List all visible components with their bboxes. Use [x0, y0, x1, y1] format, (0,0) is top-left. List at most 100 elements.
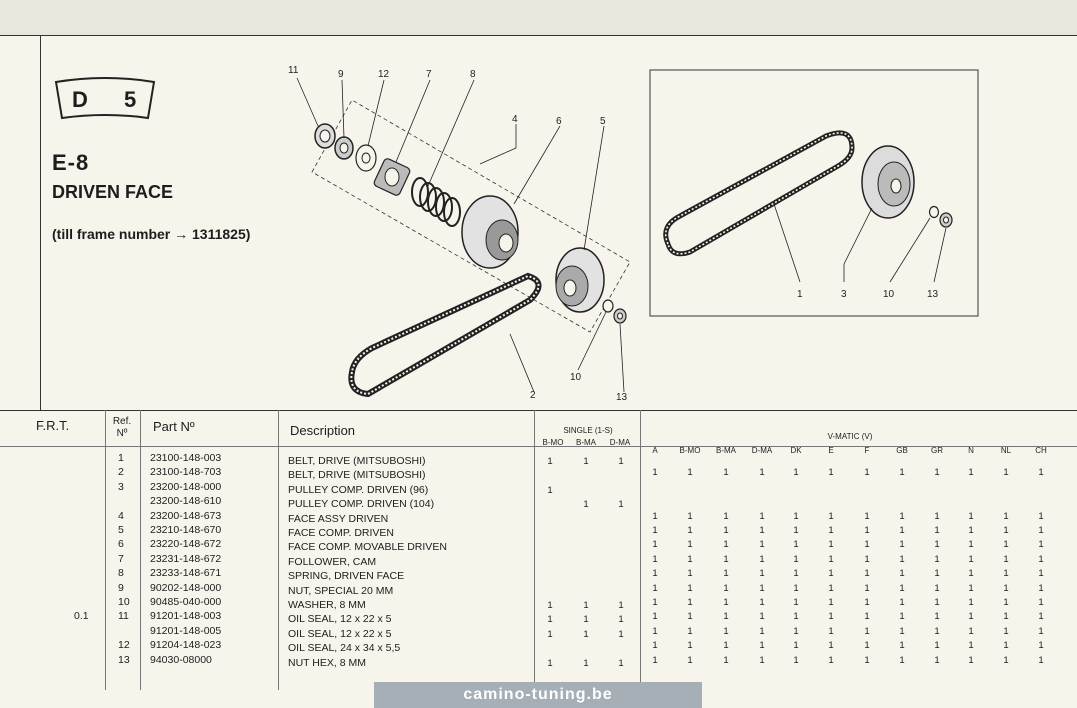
vmatic-qty-cell: 1 [899, 568, 905, 580]
col-divider [640, 410, 641, 690]
single-qty-cell: 1 [547, 614, 553, 626]
vmatic-qty-cell: 1 [934, 582, 940, 594]
vmatic-qty-cell: 1 [1038, 553, 1044, 565]
row-description: PULLEY COMP. DRIVEN (96) [288, 483, 429, 496]
row-ref: 2 [118, 466, 124, 479]
vmatic-qty-cell: 1 [1038, 539, 1044, 551]
vmatic-qty-cell: 1 [1003, 525, 1009, 536]
header-vmatic-col: N [968, 446, 974, 455]
vmatic-qty-cell: 1 [1003, 654, 1009, 666]
col-divider [278, 410, 279, 690]
vmatic-qty-cell: 1 [864, 539, 870, 551]
oil-seal-12 [355, 144, 377, 172]
vmatic-qty-cell: 1 [1003, 582, 1009, 594]
vmatic-qty-cell: 1 [828, 568, 834, 580]
row-ref: 1 [118, 452, 124, 464]
vmatic-qty-cell: 1 [723, 640, 729, 652]
vmatic-qty-cell: 1 [1003, 625, 1009, 637]
header-vmatic-col: F [864, 446, 870, 455]
vmatic-qty-cell: 1 [899, 582, 905, 594]
vmatic-qty-cell: 1 [934, 568, 940, 580]
vmatic-qty-cell: 1 [652, 582, 658, 594]
single-qty-cell: 1 [618, 600, 624, 611]
vmatic-qty-cell: 1 [828, 640, 834, 652]
single-qty-cell: 1 [618, 499, 624, 511]
row-description: SPRING, DRIVEN FACE [288, 570, 405, 583]
vmatic-qty-cell: 1 [793, 553, 799, 565]
vmatic-qty-cell: 1 [899, 553, 905, 565]
vmatic-qty-cell: 1 [759, 582, 765, 594]
row-part-number: 23231-148-672 [150, 552, 222, 565]
vmatic-qty-cell: 1 [723, 467, 729, 479]
vmatic-qty-cell: 1 [793, 568, 799, 580]
vmatic-qty-cell: 1 [828, 654, 834, 666]
left-margin-rule [40, 36, 41, 411]
frame-number-note: (till frame number → 1311825) [52, 226, 251, 242]
washer-10-inset [928, 205, 940, 219]
vmatic-qty-cell: 1 [687, 611, 693, 623]
row-description: PULLEY COMP. DRIVEN (104) [288, 498, 435, 511]
driven-pulley-3 [861, 145, 915, 219]
header-vmatic-col: CH [1035, 446, 1047, 455]
face-assembly-outline [311, 99, 631, 333]
vmatic-qty-cell: 1 [934, 611, 940, 623]
vmatic-qty-cell: 1 [723, 553, 729, 565]
vmatic-qty-cell: 1 [759, 611, 765, 623]
vmatic-qty-cell: 1 [793, 510, 799, 522]
hex-nut-13 [613, 308, 627, 324]
single-qty-cell: 1 [618, 628, 624, 640]
vmatic-qty-cell: 1 [652, 640, 658, 652]
vmatic-qty-cell: 1 [968, 597, 974, 608]
section-badge [54, 77, 156, 120]
vmatic-qty-cell: 1 [828, 539, 834, 551]
vmatic-qty-cell: 1 [1038, 597, 1044, 608]
vmatic-qty-cell: 1 [652, 553, 658, 565]
vmatic-qty-cell: 1 [652, 525, 658, 536]
header-single-dma: D-MA [609, 438, 631, 447]
row-description: WASHER, 8 MM [288, 599, 366, 611]
row-ref: 13 [118, 653, 130, 666]
vmatic-qty-cell: 1 [1038, 640, 1044, 652]
vmatic-qty-cell: 1 [1038, 611, 1044, 623]
header-frt: F.R.T. [36, 418, 70, 433]
callout-9: 9 [338, 69, 344, 80]
row-description: FACE ASSY DRIVEN [288, 512, 389, 525]
single-qty-cell: 1 [547, 657, 553, 669]
vmatic-qty-cell: 1 [687, 582, 693, 594]
callout-2: 2 [530, 390, 536, 401]
single-qty-cell: 1 [618, 657, 624, 669]
driven-face-5 [555, 247, 605, 313]
header-vmatic-group: V-MATIC (V) [827, 432, 873, 441]
vmatic-qty-cell: 1 [864, 467, 870, 479]
vmatic-qty-cell: 1 [968, 568, 974, 580]
single-qty-cell: 1 [583, 600, 589, 611]
vmatic-qty-cell: 1 [899, 654, 905, 666]
vmatic-qty-cell: 1 [687, 525, 693, 536]
inset-frame [649, 69, 979, 317]
special-nut-9 [334, 136, 354, 160]
header-ref: Ref. [112, 416, 132, 427]
vmatic-qty-cell: 1 [864, 597, 870, 608]
vmatic-qty-cell: 1 [793, 539, 799, 551]
vmatic-qty-cell: 1 [759, 640, 765, 652]
callout-12: 12 [378, 69, 390, 80]
row-part-number: 91204-148-023 [150, 639, 222, 652]
vmatic-qty-cell: 1 [864, 582, 870, 594]
watermark-banner: camino-tuning.be [374, 682, 702, 708]
washer-10 [602, 299, 614, 313]
vmatic-qty-cell: 1 [1003, 640, 1009, 652]
row-ref: 3 [118, 480, 124, 493]
section-code: E-8 [52, 150, 90, 175]
row-part-number: 23200-148-000 [150, 480, 222, 493]
vmatic-qty-cell: 1 [934, 553, 940, 565]
single-qty-cell: 1 [583, 628, 589, 640]
row-ref: 6 [118, 538, 124, 551]
page-top-strip [0, 0, 1077, 36]
vmatic-qty-cell: 1 [899, 625, 905, 637]
vmatic-qty-cell: 1 [934, 539, 940, 551]
